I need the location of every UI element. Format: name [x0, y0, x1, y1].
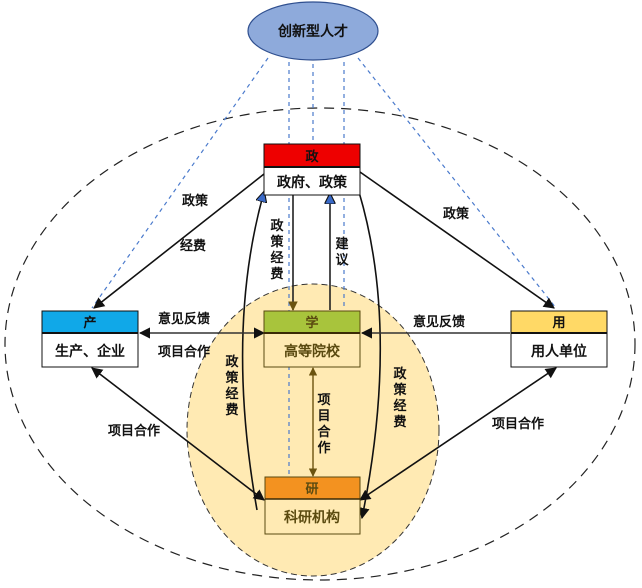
- label-zheng-chan-funding: 经费: [180, 238, 206, 254]
- node-yan-title: 研: [305, 482, 318, 497]
- node-zheng: 政 政府、政策: [263, 143, 361, 196]
- label-char: 作: [317, 440, 330, 456]
- node-yong-title: 用: [551, 316, 565, 331]
- node-yong-body: 用人单位: [531, 343, 587, 360]
- top-node-label: 创新型人才: [277, 23, 348, 40]
- label-zheng-yan-right-vertical: 政 策 经 费: [393, 366, 407, 430]
- node-yan: 研 科研机构: [264, 476, 361, 535]
- label-char: 经: [270, 250, 283, 266]
- node-xue: 学 高等院校: [263, 310, 361, 368]
- label-chan-yan-project: 项目合作: [108, 423, 160, 439]
- label-xue-zheng-vertical: 建 议: [335, 236, 349, 268]
- label-chan-xue-feedback: 意见反馈: [158, 311, 210, 327]
- label-zheng-yong-policy: 政策: [443, 206, 470, 222]
- node-zheng-title: 政: [305, 149, 319, 165]
- label-char: 建: [335, 236, 348, 252]
- node-yong: 用 用人单位: [510, 310, 608, 368]
- outer-ellipse: [4, 107, 636, 581]
- top-node-ellipse: [247, 1, 379, 61]
- edge-chan-yan: [91, 367, 265, 501]
- label-char: 政: [270, 218, 284, 234]
- node-chan: 产 生产、企业: [41, 310, 139, 368]
- label-yong-yan-project: 项目合作: [492, 416, 544, 432]
- label-zheng-xue-vertical: 政 策 经 费: [270, 218, 284, 282]
- label-zheng-chan-policy: 政策: [182, 193, 209, 209]
- edge-zheng-yong: [359, 171, 555, 309]
- label-char: 经: [393, 398, 406, 414]
- label-char: 策: [270, 234, 284, 250]
- label-zheng-yan-left-vertical: 政 策 经 费: [225, 354, 239, 418]
- talent-link-chan: [91, 57, 269, 309]
- label-char: 费: [270, 266, 283, 282]
- label-char: 经: [225, 386, 238, 402]
- label-char: 政: [393, 366, 407, 382]
- node-xue-title: 学: [305, 315, 318, 331]
- label-chan-xue-project: 项目合作: [158, 344, 210, 360]
- label-char: 项: [317, 393, 330, 408]
- node-xue-body: 高等院校: [284, 343, 341, 360]
- node-yan-body: 科研机构: [284, 509, 340, 526]
- node-zheng-body: 政府、政策: [277, 174, 348, 191]
- label-char: 策: [393, 382, 407, 398]
- edge-yong-yan: [359, 367, 557, 501]
- label-char: 费: [393, 414, 406, 430]
- label-char: 费: [225, 402, 238, 418]
- node-chan-title: 产: [83, 315, 96, 331]
- edge-zheng-chan: [93, 173, 265, 309]
- label-xue-yan-vertical: 项 目 合 作: [317, 393, 331, 456]
- label-char: 合: [317, 424, 331, 440]
- talent-link-yong: [357, 57, 557, 309]
- node-chan-body: 生产、企业: [55, 343, 125, 360]
- label-char: 政: [225, 354, 239, 370]
- label-char: 议: [335, 252, 349, 268]
- label-yong-xue-feedback: 意见反馈: [413, 314, 465, 330]
- label-char: 目: [317, 409, 330, 424]
- label-char: 策: [225, 370, 239, 386]
